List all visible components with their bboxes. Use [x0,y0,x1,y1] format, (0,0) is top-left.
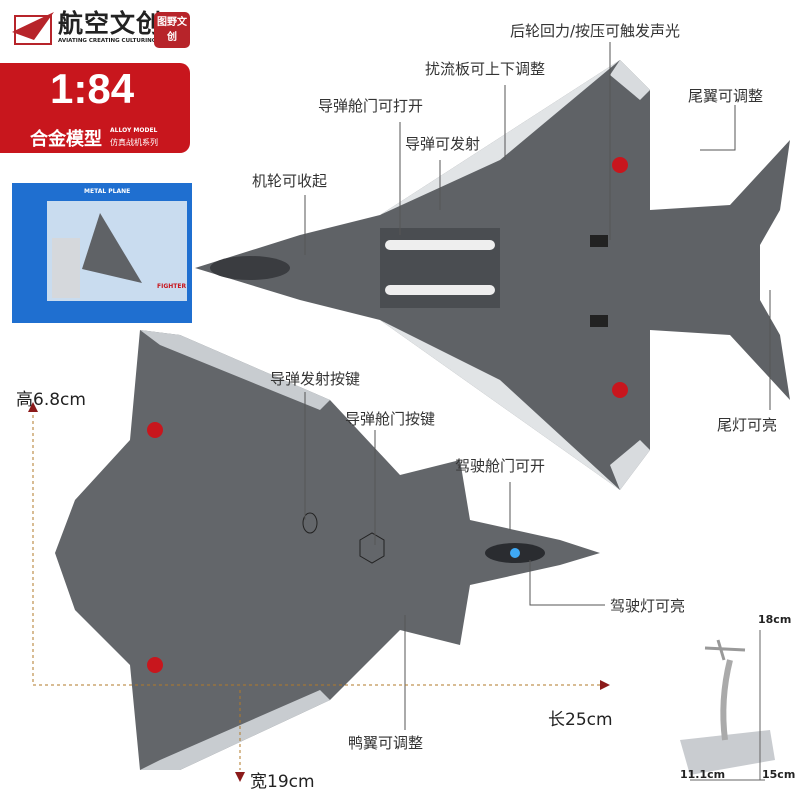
dimension-lines [28,402,610,782]
jet-top-view [195,60,790,490]
product-box: METAL PLANE FIGHTER [12,183,192,323]
dimension-width: 宽19cm [250,772,315,792]
brand-tagline: AVIATING CREATING CULTURING [58,38,157,44]
box-name: FIGHTER [157,283,187,290]
label-missile-fire: 导弹可发射 [405,135,481,153]
label-tail-light: 尾灯可亮 [717,416,778,434]
label-spoiler: 扰流板可上下调整 [425,60,546,78]
scale-panel: 1:84 合金模型 ALLOY MODEL 仿真战机系列 [0,63,190,153]
alloy-subtitle: 仿真战机系列 [110,138,158,147]
stand-width: 15cm [762,768,796,781]
stand-depth: 11.1cm [680,768,726,781]
arrow-up-icon [28,402,38,412]
box-label: METAL PLANE [84,188,131,195]
label-missile-bay: 导弹舱门可打开 [318,97,424,115]
alloy-title: 合金模型 [30,129,102,150]
label-fire-button: 导弹发射按键 [270,370,361,388]
brand-logo [12,10,54,46]
paper-plane-logo-icon [12,12,54,45]
label-bay-button: 导弹舱门按键 [345,410,436,428]
brand-badge: 图野文创 [154,12,190,48]
leader-lines [304,42,771,730]
arrow-down-icon [235,772,245,782]
alloy-subtitle-en: ALLOY MODEL [110,127,158,134]
stand-height: 18cm [758,613,792,626]
display-stand [680,630,775,781]
brand-name: 航空文创 [58,9,163,38]
label-rear-wheel: 后轮回力/按压可触发声光 [510,22,681,40]
label-cockpit-light: 驾驶灯可亮 [610,597,686,615]
label-tail: 尾翼可调整 [688,87,764,105]
dimension-height: 高6.8cm [16,390,86,410]
jet-bottom-view [55,330,600,770]
arrow-right-icon [600,680,610,690]
label-canard: 鸭翼可调整 [348,734,424,752]
dimension-length: 长25cm [548,710,613,730]
scale-text: 1:84 [50,65,135,112]
label-cockpit: 驾驶舱门可开 [455,457,546,475]
label-wheels: 机轮可收起 [252,172,328,190]
